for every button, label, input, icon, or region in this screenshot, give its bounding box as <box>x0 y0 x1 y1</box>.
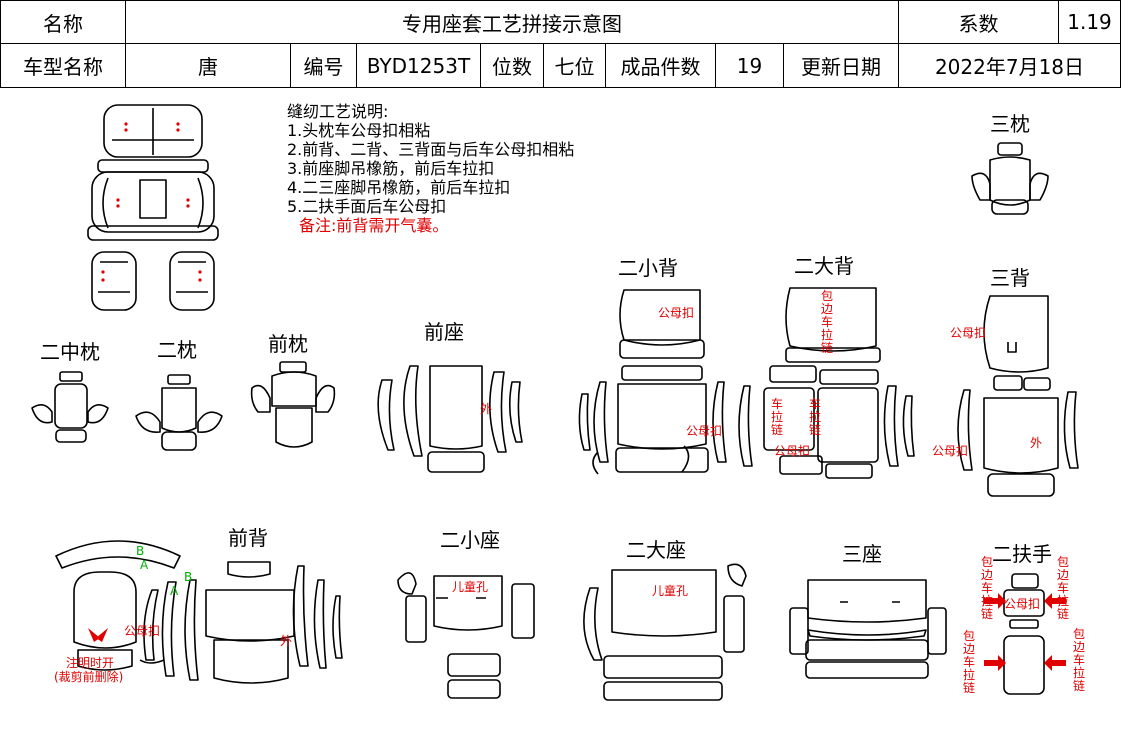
label-erdabei: 二大背 <box>794 254 854 278</box>
notes-remark: 备注:前背需开气囊。 <box>299 216 449 235</box>
label-erzhen: 二枕 <box>157 338 197 362</box>
mark-a: A <box>140 558 149 572</box>
note-zhuming: 注明时开 <box>66 656 115 670</box>
date-label: 更新日期 <box>783 43 899 88</box>
label-sanzhen: 三枕 <box>990 112 1030 136</box>
sanzhen-pieces <box>971 142 1049 215</box>
label-sanzuo: 三座 <box>842 542 882 566</box>
label-erxiaozuo: 二小座 <box>440 528 500 552</box>
note-gongmukou: 公母扣 <box>950 326 987 340</box>
label-erxiaobei: 二小背 <box>618 256 678 280</box>
notes-title: 缝纫工艺说明: <box>287 102 389 121</box>
note-gongmukou: 公母扣 <box>774 444 811 458</box>
model-value: 唐 <box>125 43 291 88</box>
header-table: 名称 专用座套工艺拼接示意图 系数 1.19 车型名称 唐 编号 BYD1253… <box>0 0 1121 88</box>
notes-item: 2.前背、二背、三背面与后车公母扣相粘 <box>287 140 575 159</box>
note-baobian-lalian: 包边车拉链 <box>1056 555 1069 621</box>
label-erfushou: 二扶手 <box>992 542 1052 566</box>
erzhen-pieces <box>135 374 223 451</box>
note-gongmukou: 公母扣 <box>1004 597 1041 611</box>
mark-a: A <box>170 584 179 598</box>
note-gongmukou: 公母扣 <box>658 306 695 320</box>
sewing-notes: 缝纫工艺说明: 1.头枕车公母扣相粘 2.前背、二背、三背面与后车公母扣相粘 3… <box>287 102 574 235</box>
notes-item: 5.二扶手面后车公母扣 <box>287 197 447 216</box>
seats-value: 七位 <box>543 43 606 88</box>
note-baobian-lalian: 包边车拉链 <box>820 289 833 355</box>
note-che-lalian: 车拉链 <box>808 397 821 437</box>
label-erdazuo: 二大座 <box>626 538 686 562</box>
sanzuo-pieces <box>789 579 947 679</box>
seats-label: 位数 <box>480 43 544 88</box>
note-baobian-lalian: 包边车拉链 <box>962 629 975 695</box>
seat-overview <box>87 104 219 311</box>
code-label: 编号 <box>290 43 357 88</box>
page-title: 专用座套工艺拼接示意图 <box>125 0 899 44</box>
notes-item: 4.二三座脚吊橡筋，前后车拉扣 <box>287 178 511 197</box>
note-zhuming-sub: (裁剪前删除) <box>54 670 124 684</box>
erxiaozuo-pieces <box>397 572 535 699</box>
label-qianzuo: 前座 <box>424 320 464 344</box>
coef-label: 系数 <box>898 0 1059 44</box>
erzhongzhen-pieces <box>31 371 109 443</box>
note-wai: 外 <box>280 634 293 648</box>
mark-b: B <box>184 570 193 584</box>
note-ertongkong: 儿童孔 <box>652 584 689 598</box>
pieces-label: 成品件数 <box>605 43 716 88</box>
pieces-value: 19 <box>715 43 784 88</box>
note-gongmukou: 公母扣 <box>932 444 969 458</box>
qianzhen-pieces <box>250 361 336 448</box>
note-wai: 外 <box>1030 436 1043 450</box>
note-baobian-lalian: 包边车拉链 <box>980 555 993 621</box>
red-dots <box>101 122 202 282</box>
model-label: 车型名称 <box>0 43 126 88</box>
label-qianzhen: 前枕 <box>268 332 308 356</box>
label-sanbei: 三背 <box>990 266 1030 290</box>
name-label: 名称 <box>0 0 126 44</box>
erdabei-pieces <box>738 287 915 479</box>
note-ertongkong: 儿童孔 <box>452 580 489 594</box>
qianbei-pieces <box>55 540 343 684</box>
label-qianbei: 前背 <box>228 526 268 550</box>
date-value: 2022年7月18日 <box>898 43 1121 88</box>
red-arrows <box>88 593 1066 671</box>
erfushou-pieces <box>1003 573 1045 695</box>
notes-item: 3.前座脚吊橡筋，前后车拉扣 <box>287 159 495 178</box>
label-erzhongzhen: 二中枕 <box>40 340 100 364</box>
mark-b: B <box>136 544 145 558</box>
note-baobian-lalian: 包边车拉链 <box>1072 627 1085 693</box>
sanbei-pieces <box>957 295 1079 497</box>
note-che-lalian: 车拉链 <box>770 397 783 437</box>
erxiaobei-pieces <box>578 289 727 475</box>
note-wai: 外 <box>480 402 493 416</box>
note-gongmukou: 公母扣 <box>686 424 723 438</box>
erdazuo-pieces <box>583 563 747 701</box>
notes-item: 1.头枕车公母扣相粘 <box>287 121 431 140</box>
qianzuo-pieces <box>377 365 523 473</box>
note-gongmukou: 公母扣 <box>124 624 161 638</box>
